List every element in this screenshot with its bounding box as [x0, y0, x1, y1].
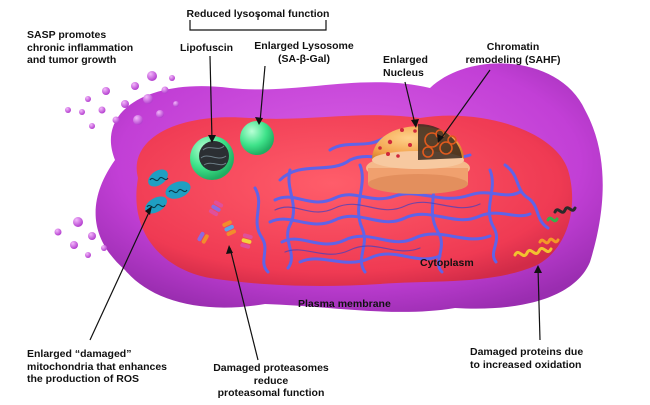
label-enlarged-nucleus: Enlarged Nucleus	[383, 54, 428, 79]
label-lipofuscin: Lipofuscin	[180, 42, 234, 54]
label-pointers	[89, 14, 541, 361]
label-enlarged-lysosome: Enlarged Lysosome (SA-β-Gal)	[254, 40, 354, 65]
label-damaged-proteasomes: Damaged proteasomes reduce proteasomal f…	[213, 362, 329, 399]
nucleus	[366, 124, 470, 194]
label-reduced-lysosomal-function: Reduced lysosomal function	[186, 8, 330, 20]
label-plasma-membrane: Plasma membrane	[298, 298, 391, 310]
label-sasp: SASP promotes chronic inflammation and t…	[27, 29, 134, 66]
sasp-particles	[54, 71, 179, 258]
label-cytoplasm: Cytoplasm	[420, 257, 474, 269]
damaged-proteasomes	[197, 200, 253, 249]
enlarged-lysosome	[240, 121, 274, 155]
label-mitochondria: Enlarged “damaged” mitochondria that enh…	[27, 348, 168, 385]
damaged-proteins	[513, 206, 577, 258]
lipofuscin-body	[190, 136, 234, 180]
label-damaged-proteins: Damaged proteins due to increased oxidat…	[470, 346, 584, 371]
label-chromatin-remodeling: Chromatin remodeling (SAHF)	[465, 41, 561, 66]
